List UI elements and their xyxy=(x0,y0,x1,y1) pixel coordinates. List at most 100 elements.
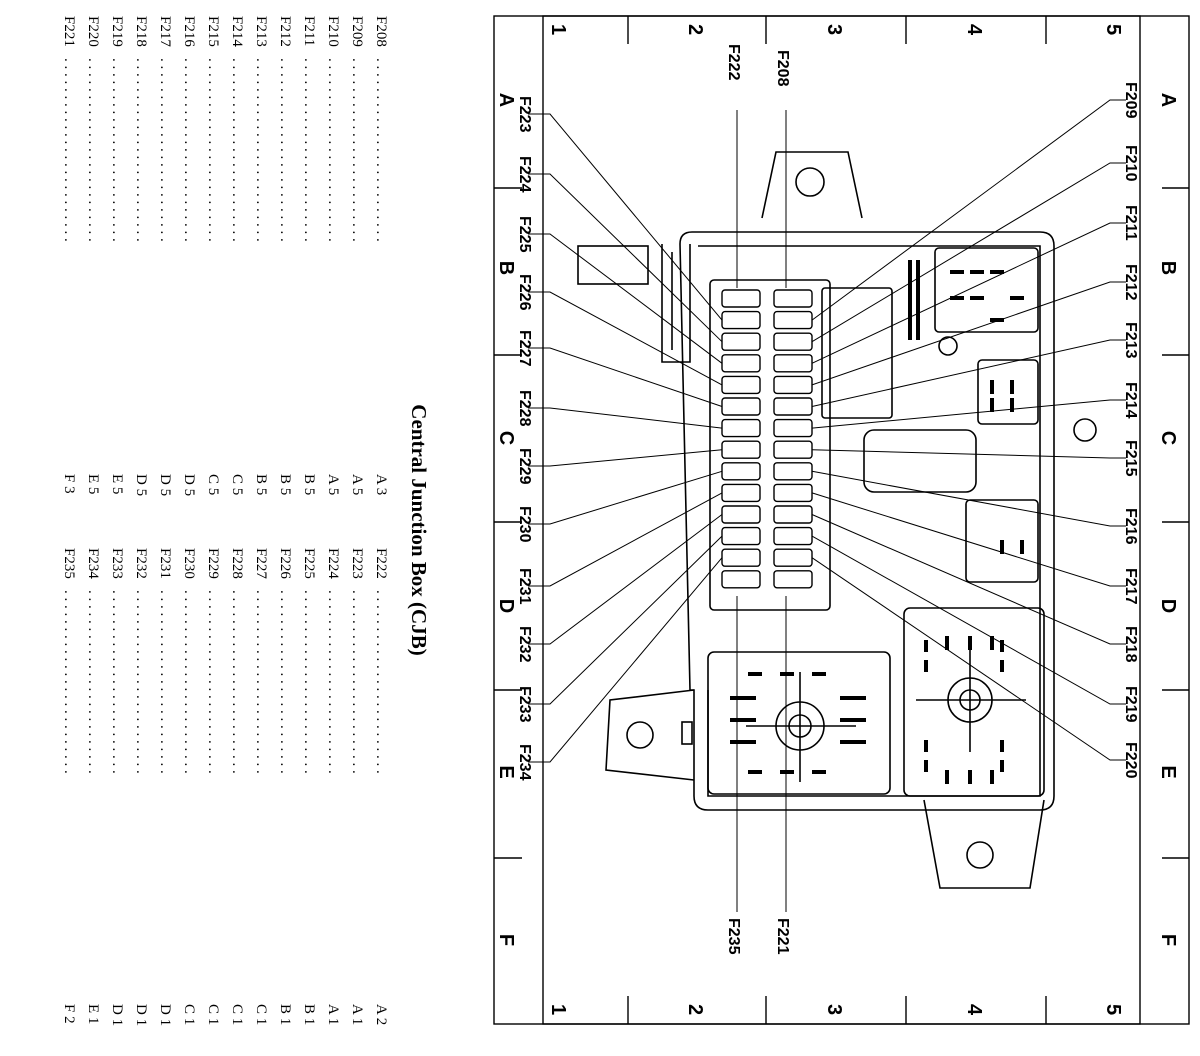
connector-pin xyxy=(1000,740,1004,752)
index-location: D 5 xyxy=(181,474,197,496)
fuse-slot xyxy=(721,332,761,351)
connector-pin xyxy=(924,640,928,652)
connector-pin xyxy=(1010,380,1014,394)
grid-col-label: 4 xyxy=(963,1004,985,1016)
index-fuse-id: F217 xyxy=(157,16,173,47)
index-fuse-id: F227 xyxy=(253,548,269,579)
connector-pin xyxy=(990,380,994,394)
callout-label: F219 xyxy=(1122,686,1139,723)
dot-leader: . . . . . . . . . . . . . . . . . . . . … xyxy=(181,590,197,774)
connector-pin xyxy=(990,770,994,784)
dot-leader: . . . . . . . . . . . . . . . . . . . . … xyxy=(373,590,389,774)
index-location: A 5 xyxy=(325,474,341,495)
connector-pin xyxy=(950,296,964,300)
index-location: E 5 xyxy=(109,474,125,494)
connector-pin xyxy=(970,270,984,274)
connector-pin xyxy=(924,740,928,752)
callout-label: F226 xyxy=(516,274,533,311)
connector-pin xyxy=(916,300,920,340)
index-location: B 5 xyxy=(253,474,269,495)
fuse-slot xyxy=(773,570,813,589)
index-fuse-id: F218 xyxy=(133,16,149,47)
connector-pin xyxy=(748,672,762,676)
connector-pin xyxy=(730,740,756,744)
dot-leader: . . . . . . . . . . . . . . . . . . . . … xyxy=(349,58,365,242)
connector-pin xyxy=(924,660,928,672)
connector-pin xyxy=(730,718,756,722)
index-location: D 5 xyxy=(133,474,149,496)
grid-col-label: 1 xyxy=(547,24,569,35)
callout-label: F212 xyxy=(1122,264,1139,301)
grid-col-label: 3 xyxy=(823,24,845,35)
connector-pin xyxy=(840,696,866,700)
callout-leader-lines xyxy=(528,99,1126,912)
grid-col-label: 1 xyxy=(547,1004,569,1015)
index-fuse-id: F214 xyxy=(229,16,245,47)
dot-leader: . . . . . . . . . . . . . . . . . . . . … xyxy=(157,590,173,774)
callout-label: F217 xyxy=(1122,568,1139,605)
connector-pin xyxy=(924,760,928,772)
connector-pin xyxy=(1000,760,1004,772)
dot-leader: . . . . . . . . . . . . . . . . . . . . … xyxy=(85,590,101,774)
grid-row-label: B xyxy=(495,261,517,275)
connector-pin xyxy=(812,672,826,676)
dot-leader: . . . . . . . . . . . . . . . . . . . . … xyxy=(157,58,173,242)
index-fuse-id: F208 xyxy=(373,16,389,47)
callout-label: F222 xyxy=(725,44,742,81)
fuse-slot xyxy=(773,440,813,459)
fuse-slot xyxy=(773,418,813,438)
fuse-slot xyxy=(721,570,761,589)
connector-pin xyxy=(1000,640,1004,652)
grid-row-label: C xyxy=(495,431,517,445)
index-fuse-id: F222 xyxy=(373,548,389,579)
callout-label: F232 xyxy=(516,626,533,663)
dot-leader: . . . . . . . . . . . . . . . . . . . . … xyxy=(277,590,293,774)
index-location: A 3 xyxy=(373,474,389,495)
callout-label: F216 xyxy=(1122,508,1139,545)
connector-pin xyxy=(950,270,964,274)
index-location: D 1 xyxy=(109,1004,125,1026)
grid-row-label: F xyxy=(495,934,517,946)
index-location: C 1 xyxy=(229,1004,245,1025)
fuse-slot xyxy=(721,462,761,481)
dot-leader: . . . . . . . . . . . . . . . . . . . . … xyxy=(301,590,317,774)
dot-leader: . . . . . . . . . . . . . . . . . . . . … xyxy=(205,58,221,242)
callout-label: F231 xyxy=(516,568,533,605)
fuse-slot xyxy=(773,289,813,308)
connector-pins xyxy=(730,260,1024,784)
callout-label: F224 xyxy=(516,156,533,193)
callout-label: F233 xyxy=(516,686,533,723)
fuse-slot xyxy=(773,548,813,567)
fuse-location-index: F208 . . . . . . . . . . . . . . . . . .… xyxy=(61,16,389,1026)
grid-row-label: C xyxy=(1157,431,1179,445)
connector-pin xyxy=(1000,660,1004,672)
fuse-slot xyxy=(721,548,761,567)
connector-pin xyxy=(908,260,912,300)
callout-label: F220 xyxy=(1122,742,1139,779)
connector-pin xyxy=(812,770,826,774)
index-fuse-id: F212 xyxy=(277,16,293,47)
connector-pin xyxy=(1010,398,1014,412)
grid-col-label: 3 xyxy=(823,1004,845,1015)
fuse-slot xyxy=(773,332,813,351)
grid-row-label: E xyxy=(1157,765,1179,778)
dot-leader: . . . . . . . . . . . . . . . . . . . . … xyxy=(253,590,269,774)
index-location: A 5 xyxy=(349,474,365,495)
index-fuse-id: F232 xyxy=(133,548,149,579)
index-fuse-id: F213 xyxy=(253,16,269,47)
connector-pin xyxy=(908,300,912,340)
grid-row-label: A xyxy=(1157,93,1179,107)
connector-pin xyxy=(990,270,1004,274)
index-fuse-id: F225 xyxy=(301,548,317,579)
index-fuse-id: F230 xyxy=(181,548,197,579)
dot-leader: . . . . . . . . . . . . . . . . . . . . … xyxy=(373,58,389,242)
grid-col-label: 2 xyxy=(684,1004,706,1015)
fuse-slot xyxy=(721,483,761,503)
index-fuse-id: F209 xyxy=(349,16,365,47)
fuse-slot xyxy=(773,354,813,373)
connector-pin xyxy=(1010,296,1024,300)
dot-leader: . . . . . . . . . . . . . . . . . . . . … xyxy=(109,58,125,242)
page-title: Central Junction Box (CJB) xyxy=(407,404,431,655)
callout-label: F210 xyxy=(1122,145,1139,182)
